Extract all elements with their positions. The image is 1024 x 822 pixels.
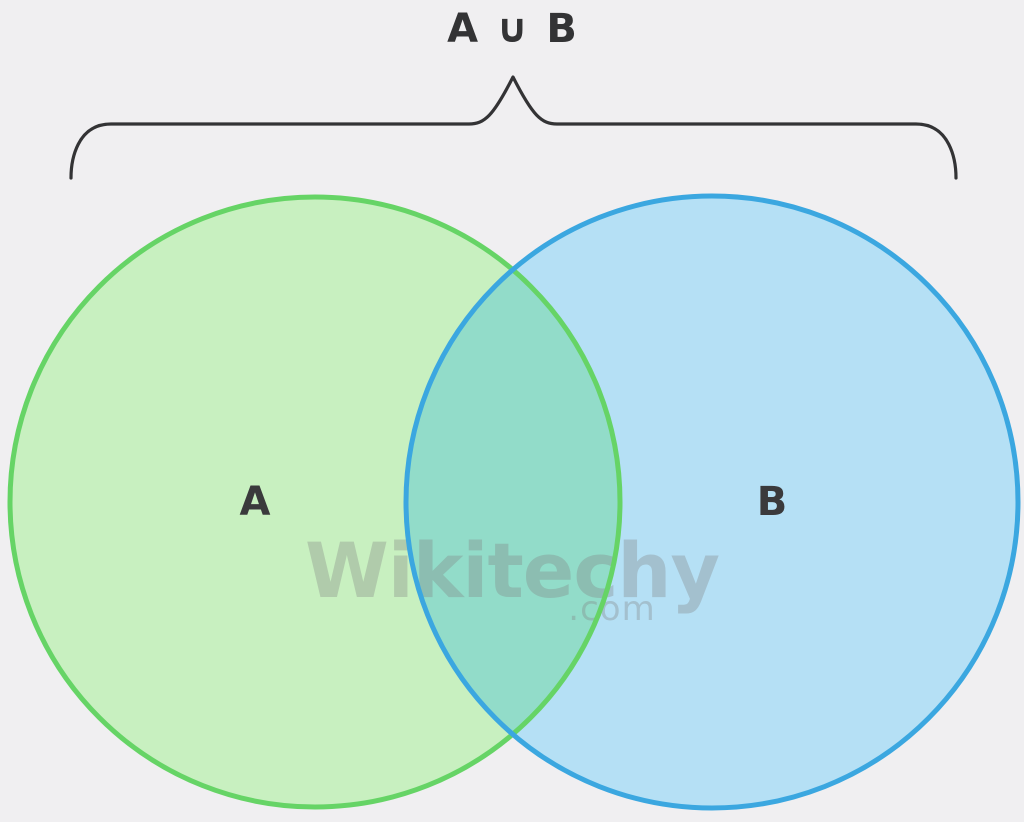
set-b-label: B	[757, 479, 788, 525]
watermark: Wikitechy .com	[305, 526, 721, 629]
set-b-circle-outline	[403, 193, 1021, 811]
set-a-label: A	[240, 479, 271, 525]
a-intersect-b-region	[406, 197, 620, 807]
diagram-title: A ∪ B	[447, 6, 579, 52]
union-brace	[69, 75, 958, 180]
intersection-group	[406, 197, 620, 807]
watermark-main-text: Wikitechy	[305, 526, 720, 615]
watermark-sub-text: .com	[568, 589, 655, 629]
set-a-circle-outline	[7, 194, 623, 810]
